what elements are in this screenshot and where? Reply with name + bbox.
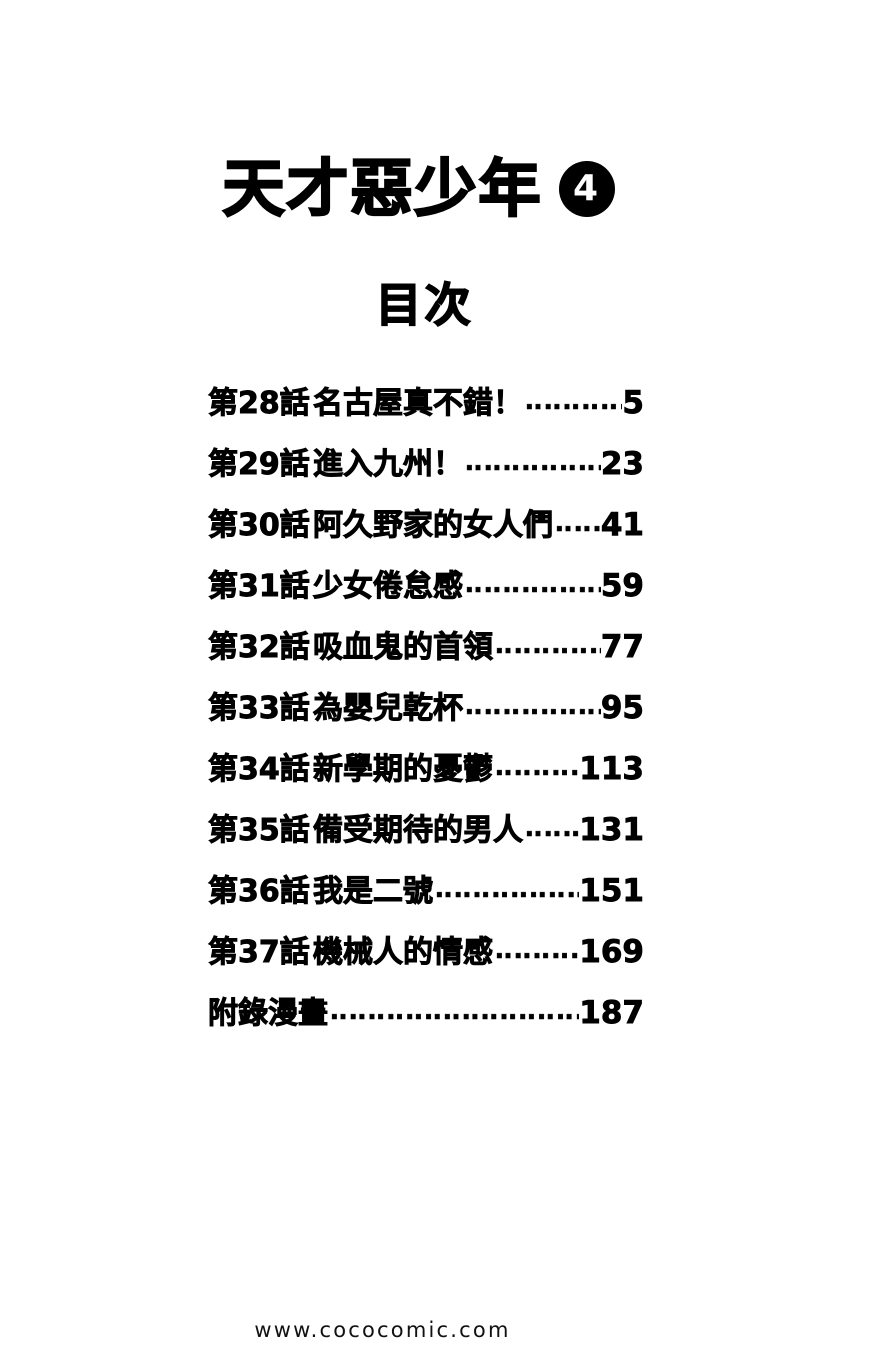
chapter-label: 第32話 (208, 630, 311, 665)
page-number: 113 (579, 751, 645, 787)
page-number: 187 (579, 995, 645, 1031)
dot-leader: ‥‥‥‥‥‥‥‥‥‥‥‥‥‥ (495, 752, 579, 782)
title-block: 天才惡少年 4 (0, 152, 873, 225)
page-number: 95 (600, 690, 644, 726)
chapter-label: 第31話 (208, 569, 311, 604)
chapter-title: 阿久野家的女人們 (313, 508, 554, 543)
dot-leader: ‥‥‥‥‥‥‥‥‥‥‥‥ (525, 813, 580, 843)
page-number: 5 (622, 385, 644, 421)
chapter-title: 吸血鬼的首領 (313, 630, 494, 665)
chapter-label: 第36話 (208, 874, 311, 909)
chapter-title: 為嬰兒乾杯 (313, 691, 464, 726)
dot-leader: ‥‥‥‥‥‥‥‥‥‥‥‥‥‥‥‥‥‥‥‥‥‥‥‥‥‥‥‥‥‥ (330, 996, 579, 1026)
page-number: 23 (600, 446, 644, 482)
chapter-label: 第28話 (208, 386, 311, 421)
page-number: 131 (579, 812, 645, 848)
toc-list: 第28話名古屋真不錯！‥‥‥‥‥‥‥‥‥‥‥‥5第29話進入九州！‥‥‥‥‥‥‥… (208, 385, 645, 1059)
dot-leader: ‥‥‥‥‥‥‥‥ (555, 508, 601, 538)
page-number: 151 (579, 873, 645, 909)
toc-heading: 目次 (375, 278, 474, 332)
dot-leader: ‥‥‥‥‥‥‥‥‥‥‥‥‥‥‥‥‥‥ (465, 447, 601, 477)
page-number: 169 (579, 934, 645, 970)
chapter-label: 第29話 (208, 447, 311, 482)
chapter-label: 第33話 (208, 691, 311, 726)
dot-leader: ‥‥‥‥‥‥‥‥‥‥‥‥‥‥‥‥‥‥ (465, 691, 601, 721)
dot-leader: ‥‥‥‥‥‥‥‥‥‥‥‥‥‥‥‥‥‥‥‥ (435, 874, 579, 904)
page-number: 41 (600, 507, 644, 543)
page-number: 59 (600, 568, 644, 604)
chapter-title: 進入九州！ (313, 447, 464, 482)
chapter-title: 備受期待的男人 (313, 813, 524, 848)
chapter-title: 新學期的憂鬱 (313, 752, 494, 787)
chapter-title: 附錄漫畫 (208, 996, 329, 1031)
toc-row[interactable]: 附錄漫畫‥‥‥‥‥‥‥‥‥‥‥‥‥‥‥‥‥‥‥‥‥‥‥‥‥‥‥‥‥‥187 (208, 995, 645, 1059)
dot-leader: ‥‥‥‥‥‥‥‥‥‥‥‥‥‥‥‥ (495, 630, 601, 660)
chapter-title: 少女倦怠感 (313, 569, 464, 604)
dot-leader: ‥‥‥‥‥‥‥‥‥‥‥‥‥‥ (495, 935, 579, 965)
chapter-label: 第34話 (208, 752, 311, 787)
dot-leader: ‥‥‥‥‥‥‥‥‥‥‥‥‥‥‥‥‥‥ (465, 569, 601, 599)
volume-number-badge: 4 (558, 161, 615, 217)
chapter-label: 第37話 (208, 935, 311, 970)
dot-leader: ‥‥‥‥‥‥‥‥‥‥‥‥ (525, 386, 623, 416)
chapter-title: 機械人的情感 (313, 935, 494, 970)
site-watermark: www.cococomic.com (254, 1318, 511, 1342)
chapter-label: 第35話 (208, 813, 311, 848)
chapter-title: 我是二號 (313, 874, 434, 909)
chapter-label: 第30話 (208, 508, 311, 543)
book-title: 天才惡少年 4 (221, 152, 615, 225)
book-title-text: 天才惡少年 (221, 152, 543, 225)
chapter-title: 名古屋真不錯！ (313, 386, 524, 421)
page-number: 77 (600, 629, 644, 665)
